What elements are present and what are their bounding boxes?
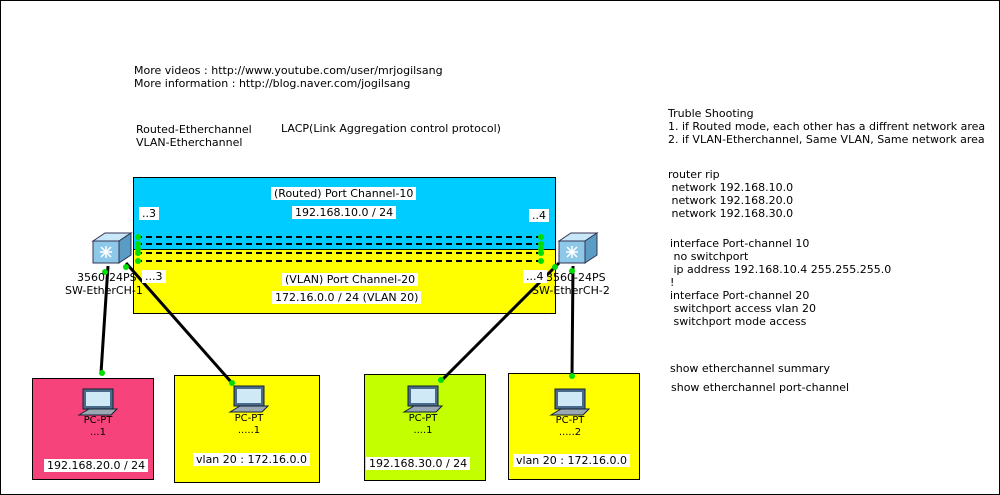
vlan-channel-network: 172.16.0.0 / 24 (VLAN 20) <box>272 291 422 304</box>
port-label-left-bottom: ...3 <box>142 270 166 283</box>
pc3-network: 192.168.30.0 / 24 <box>366 457 471 470</box>
pc4-network: vlan 20 : 172.16.0.0 <box>513 454 630 467</box>
troubleshoot-item-1: 1. if Routed mode, each other has a diff… <box>668 120 986 133</box>
pc4-type: PC-PT <box>555 415 585 426</box>
pc2-type: PC-PT <box>234 413 264 424</box>
pc-config-line: interface Port-channel 20 <box>670 289 810 302</box>
pc1-host: ...1 <box>90 427 106 438</box>
pc-config-line: interface Port-channel 10 <box>670 237 810 250</box>
rip-line: router rip <box>668 168 720 181</box>
switch-right-name: SW-EtherCH-2 <box>532 284 610 297</box>
routed-channel-network: 192.168.10.0 / 24 <box>292 206 397 219</box>
pc2-host: .....1 <box>237 425 261 436</box>
pc-icon-2 <box>228 385 270 413</box>
pc-config-line: no switchport <box>670 250 749 263</box>
pc-config-line: switchport mode access <box>670 315 807 328</box>
switch-right-model: 3560-24PS <box>546 271 606 284</box>
pc-icon-1 <box>77 388 119 416</box>
show-summary-command: show etherchannel summary <box>670 362 830 375</box>
pc-icon-3 <box>402 385 444 413</box>
pc1-type: PC-PT <box>83 415 113 426</box>
troubleshoot-item-2: 2. if VLAN-Etherchannel, Same VLAN, Same… <box>668 133 985 146</box>
pc3-type: PC-PT <box>408 413 438 424</box>
rip-line: network 192.168.10.0 <box>668 181 794 194</box>
pc-config-line: switchport access vlan 20 <box>670 302 816 315</box>
rip-line: network 192.168.30.0 <box>668 207 794 220</box>
pc-config-line: ! <box>670 276 675 289</box>
pc3-host: ....1 <box>413 425 433 436</box>
show-portchannel-command: show etherchannel port-channel <box>671 381 850 394</box>
pc1-link <box>99 265 110 374</box>
port-label-left-top: ..3 <box>139 207 159 220</box>
port-label-right-top: ..4 <box>529 209 549 222</box>
switch-left-model: 3560-24PS <box>77 271 137 284</box>
pc2-network: vlan 20 : 172.16.0.0 <box>193 453 310 466</box>
pc2-link <box>124 262 234 384</box>
link-status-dots <box>99 234 575 386</box>
pc-icon-4 <box>549 388 591 416</box>
pc-config-line: ip address 192.168.10.4 255.255.255.0 <box>670 263 892 276</box>
port-label-right-bottom: ...4 <box>523 270 547 283</box>
vlan-etherchannel-label: VLAN-Etherchannel <box>136 136 243 149</box>
pc4-link <box>570 265 575 377</box>
pc1-network: 192.168.20.0 / 24 <box>44 459 149 472</box>
routed-etherchannel-label: Routed-Etherchannel <box>136 123 252 136</box>
switch-right-icon <box>557 232 599 264</box>
videos-link-text: More videos : http://www.youtube.com/use… <box>134 64 443 77</box>
switch-left-name: SW-EtherCH-1 <box>65 284 143 297</box>
switch-left-icon <box>91 232 133 264</box>
info-link-text: More information : http://blog.naver.com… <box>134 77 411 90</box>
troubleshoot-title: Truble Shooting <box>668 107 754 120</box>
pc4-host: .....2 <box>558 427 582 438</box>
routed-channel-title: (Routed) Port Channel-10 <box>271 187 417 200</box>
vlan-channel-title: (VLAN) Port Channel-20 <box>282 273 419 286</box>
rip-line: network 192.168.20.0 <box>668 194 794 207</box>
lacp-label: LACP(Link Aggregation control protocol) <box>281 122 501 135</box>
